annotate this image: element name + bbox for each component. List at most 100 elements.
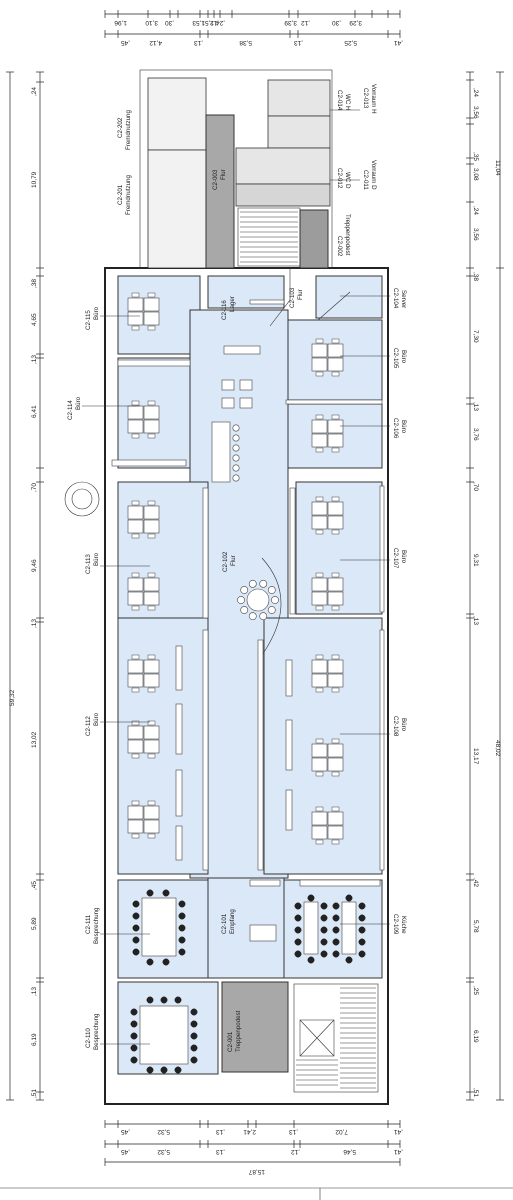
chair bbox=[147, 800, 156, 806]
cabinet bbox=[249, 299, 285, 305]
dim-top1-0: 1,96 bbox=[114, 19, 127, 26]
shelf bbox=[175, 825, 183, 861]
desk bbox=[143, 297, 160, 312]
dim-top2-6: ,41 bbox=[394, 39, 403, 46]
chair bbox=[332, 926, 340, 934]
desk bbox=[143, 519, 160, 534]
dim-top1-3: 1,53 bbox=[192, 19, 205, 26]
desk bbox=[127, 405, 144, 420]
chair bbox=[147, 292, 156, 298]
label-c2-114-name: Büro bbox=[75, 396, 82, 410]
chair bbox=[320, 938, 328, 946]
dim-bot1-4: ,13 bbox=[289, 1128, 298, 1135]
desk bbox=[127, 659, 144, 674]
chair bbox=[131, 325, 140, 331]
stair-lower bbox=[293, 983, 379, 1093]
chair bbox=[332, 938, 340, 946]
label-c2-013-name: Vorraum H bbox=[370, 84, 377, 114]
dim-left-8: ,13 bbox=[31, 619, 38, 628]
dim-top2-3: 5,38 bbox=[239, 39, 252, 46]
chair bbox=[331, 738, 340, 744]
chair bbox=[190, 1020, 198, 1028]
dim-right-12: ,13 bbox=[472, 616, 479, 625]
shelf bbox=[175, 769, 183, 817]
desk bbox=[143, 819, 160, 834]
cabinet bbox=[111, 459, 187, 467]
label-c2-109-num: C2-109 bbox=[392, 914, 399, 935]
chair bbox=[131, 292, 140, 298]
dim-bottom-total: 15,87 bbox=[248, 1168, 265, 1175]
label-c2-109-name: Küche bbox=[400, 916, 407, 934]
dim-left-14: ,51 bbox=[31, 1089, 38, 1098]
dim-bot2-5: ,41 bbox=[394, 1148, 403, 1155]
room-c2-012-area bbox=[235, 147, 331, 185]
dim-left-10: ,45 bbox=[31, 881, 38, 890]
chair bbox=[294, 950, 302, 958]
chair bbox=[190, 1032, 198, 1040]
desk bbox=[143, 725, 160, 740]
dim-left-11: 5,89 bbox=[31, 917, 38, 930]
desk bbox=[327, 433, 344, 448]
room-c2-014-area bbox=[267, 79, 331, 117]
desk bbox=[327, 357, 344, 372]
desk bbox=[311, 757, 328, 772]
chair bbox=[358, 902, 366, 910]
dim-right-8: ,13 bbox=[472, 402, 479, 411]
chair bbox=[320, 902, 328, 910]
chair bbox=[332, 950, 340, 958]
shelf bbox=[257, 639, 264, 871]
dim-left-4: ,13 bbox=[31, 355, 38, 364]
dim-right-4: ,24 bbox=[472, 206, 479, 215]
desk bbox=[143, 577, 160, 592]
cabinet bbox=[285, 399, 383, 405]
chair bbox=[315, 414, 324, 420]
desk bbox=[311, 743, 328, 758]
label-c2-011-name: Vorraum D bbox=[370, 160, 377, 190]
stool bbox=[232, 454, 240, 462]
desk bbox=[127, 725, 144, 740]
chair bbox=[331, 605, 340, 611]
chair bbox=[240, 606, 249, 614]
chair bbox=[147, 400, 156, 406]
chair bbox=[178, 936, 186, 944]
label-c2-202-name: Fremdnutzung bbox=[125, 110, 132, 150]
label-c2-013-num: C2-013 bbox=[362, 88, 369, 109]
label-c2-002-name: Treppenpodest bbox=[344, 214, 351, 256]
desk bbox=[127, 673, 144, 688]
chair bbox=[315, 496, 324, 502]
chair bbox=[132, 912, 140, 920]
chair bbox=[130, 1008, 138, 1016]
label-c2-101-num: C2-101 bbox=[221, 913, 228, 934]
label-c2-104-name: Server bbox=[400, 290, 407, 308]
dim-right-9: 3,76 bbox=[472, 428, 479, 441]
dim-bot2-1: 5,32 bbox=[157, 1148, 170, 1155]
chair bbox=[174, 1066, 182, 1074]
meeting-table-111 bbox=[141, 897, 177, 957]
chair bbox=[294, 914, 302, 922]
dim-bot1-5: 7,02 bbox=[335, 1128, 348, 1135]
label-c2-112-name: Büro bbox=[93, 712, 100, 726]
dim-top1-1: 3,10 bbox=[145, 19, 158, 26]
shelf bbox=[289, 487, 296, 615]
chair bbox=[146, 996, 154, 1004]
dim-right-6: ,38 bbox=[472, 272, 479, 281]
chair bbox=[178, 924, 186, 932]
desk bbox=[127, 577, 144, 592]
dim-right-11: 9,31 bbox=[472, 554, 479, 567]
sofa bbox=[223, 345, 261, 355]
chair bbox=[147, 687, 156, 693]
room-c2-011-area bbox=[235, 183, 331, 207]
desk bbox=[327, 757, 344, 772]
chair bbox=[162, 958, 170, 966]
label-c2-105-num: C2-105 bbox=[392, 348, 399, 369]
chair bbox=[147, 654, 156, 660]
label-c2-110-name: Besprechung bbox=[93, 1013, 100, 1050]
label-c2-011-num: C2-011 bbox=[362, 170, 369, 190]
chair bbox=[174, 996, 182, 1004]
label-c2-101-name: Empfang bbox=[229, 909, 236, 934]
chair bbox=[294, 926, 302, 934]
label-c2-012-name: WC D bbox=[344, 172, 351, 189]
chair bbox=[147, 325, 156, 331]
desk bbox=[311, 515, 328, 530]
desk bbox=[311, 577, 328, 592]
